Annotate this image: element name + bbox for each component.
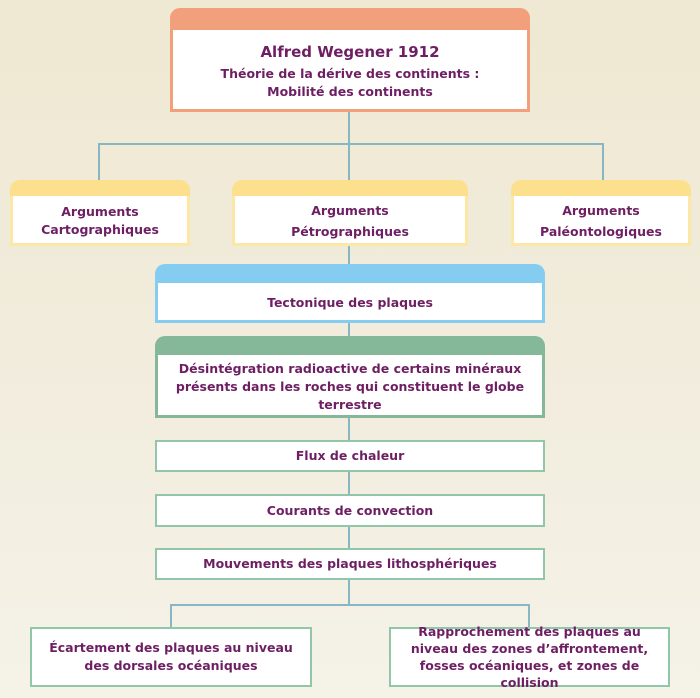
connector-arg3-down bbox=[602, 143, 604, 183]
outcome-label: Rapprochement des plaques au niveau des … bbox=[410, 624, 649, 690]
connector-root-down bbox=[348, 112, 350, 144]
desintegration-label: Désintégration radioactive de certains m… bbox=[175, 360, 525, 412]
argument-node-petrographiques: Arguments Pétrographiques bbox=[232, 180, 468, 246]
courants-node: Courants de convection bbox=[155, 494, 545, 527]
connector-arguments-horizontal bbox=[98, 143, 604, 145]
argument-line1: Arguments bbox=[61, 204, 139, 219]
connector-outcome2-down bbox=[528, 604, 530, 627]
argument-line2: Pétrographiques bbox=[291, 224, 409, 239]
connector-desint-flux bbox=[348, 418, 350, 440]
argument-header-bar bbox=[10, 180, 190, 196]
mouvements-node: Mouvements des plaques lithosphériques bbox=[155, 548, 545, 580]
outcome-node-rapprochement: Rapprochement des plaques au niveau des … bbox=[389, 624, 670, 690]
argument-header-bar bbox=[511, 180, 691, 196]
argument-line1: Arguments bbox=[311, 203, 389, 218]
argument-node-paleontologiques: Arguments Paléontologiques bbox=[511, 180, 691, 246]
flux-label: Flux de chaleur bbox=[295, 448, 405, 463]
connector-arg2-tectonique bbox=[348, 246, 350, 267]
root-subtitle: Théorie de la dérive des continents : Mo… bbox=[220, 66, 480, 99]
connector-flux-courants bbox=[348, 472, 350, 494]
connector-tectonique-desint bbox=[348, 323, 350, 339]
flux-node: Flux de chaleur bbox=[155, 440, 545, 472]
root-title: Alfred Wegener 1912 bbox=[260, 43, 440, 61]
connector-outcomes-horizontal bbox=[170, 604, 530, 606]
root-node-header-bar bbox=[170, 8, 530, 30]
tectonique-node: Tectonique des plaques bbox=[155, 264, 545, 323]
argument-node-cartographiques: Arguments Cartographiques bbox=[10, 180, 190, 246]
tectonique-label: Tectonique des plaques bbox=[267, 295, 433, 310]
outcome-node-ecartement: Écartement des plaques au niveau des dor… bbox=[30, 627, 312, 687]
argument-line2: Paléontologiques bbox=[540, 224, 662, 239]
desintegration-header-bar bbox=[155, 336, 545, 355]
connector-mouvements-down bbox=[348, 580, 350, 605]
connector-arg1-down bbox=[98, 143, 100, 183]
connector-outcome1-down bbox=[170, 604, 172, 627]
argument-line2: Cartographiques bbox=[41, 222, 159, 237]
connector-courants-mouvements bbox=[348, 527, 350, 548]
desintegration-node: Désintégration radioactive de certains m… bbox=[155, 336, 545, 418]
outcome-label: Écartement des plaques au niveau des dor… bbox=[49, 640, 293, 673]
connector-arg2-down bbox=[348, 143, 350, 183]
root-node: Alfred Wegener 1912 Théorie de la dérive… bbox=[170, 8, 530, 112]
argument-header-bar bbox=[232, 180, 468, 196]
courants-label: Courants de convection bbox=[266, 502, 434, 518]
tectonique-header-bar bbox=[155, 264, 545, 283]
mouvements-label: Mouvements des plaques lithosphériques bbox=[203, 556, 497, 571]
argument-line1: Arguments bbox=[562, 203, 640, 218]
